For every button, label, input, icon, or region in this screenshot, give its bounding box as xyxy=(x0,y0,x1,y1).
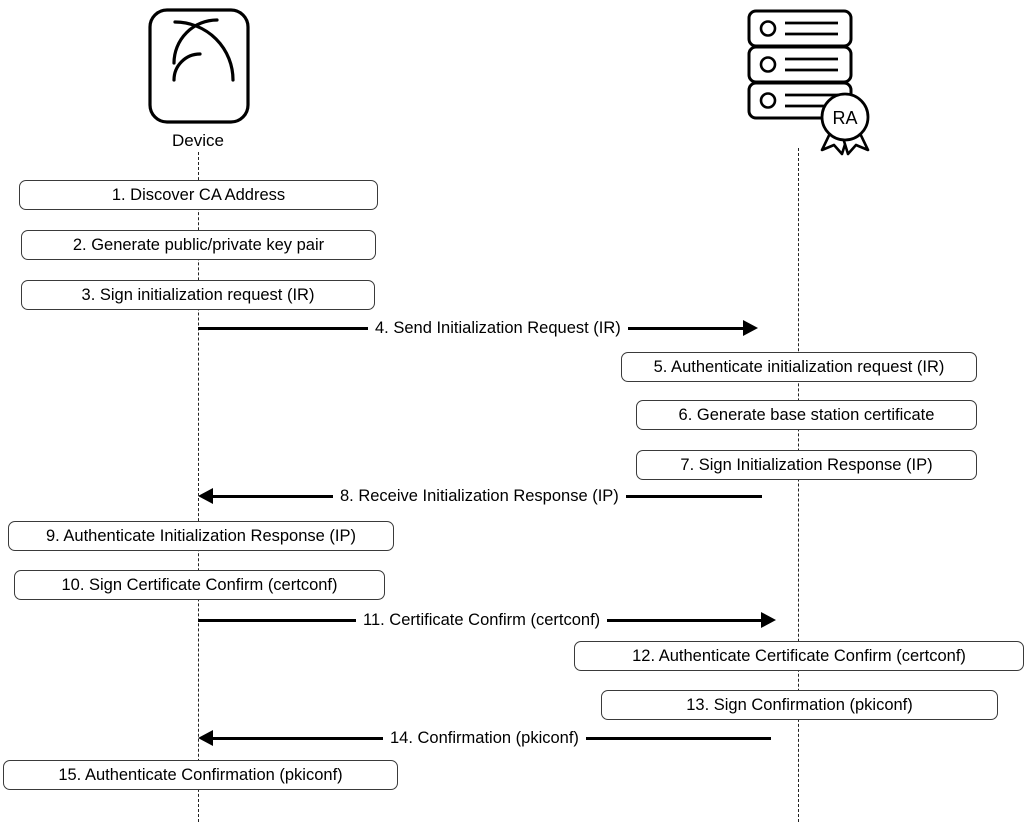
message-arrow-step-11[interactable]: 11. Certificate Confirm (certconf) xyxy=(198,609,777,631)
message-line-left-segment xyxy=(198,618,356,622)
arrowhead-right-icon xyxy=(742,320,758,336)
note-box-step-6[interactable]: 6. Generate base station certificate xyxy=(636,400,977,430)
message-line-right-segment xyxy=(625,494,762,498)
note-box-step-9[interactable]: 9. Authenticate Initialization Response … xyxy=(8,521,394,551)
note-box-step-1[interactable]: 1. Discover CA Address xyxy=(19,180,378,210)
note-box-step-7[interactable]: 7. Sign Initialization Response (IP) xyxy=(636,450,977,480)
note-box-step-2[interactable]: 2. Generate public/private key pair xyxy=(21,230,376,260)
note-box-step-13[interactable]: 13. Sign Confirmation (pkiconf) xyxy=(601,690,998,720)
message-line-left-segment xyxy=(198,326,368,330)
wireless-device-icon xyxy=(146,6,254,128)
message-line-right-segment xyxy=(627,326,744,330)
message-label-step-11: 11. Certificate Confirm (certconf) xyxy=(363,610,601,629)
message-line-left-segment xyxy=(212,494,333,498)
arrowhead-right-icon xyxy=(761,612,777,628)
arrowhead-left-icon xyxy=(198,488,213,504)
server-stack-icon: RA xyxy=(744,6,874,156)
note-box-step-3[interactable]: 3. Sign initialization request (IR) xyxy=(21,280,375,310)
message-line-right-segment xyxy=(607,618,763,622)
note-box-step-12[interactable]: 12. Authenticate Certificate Confirm (ce… xyxy=(574,641,1024,671)
ra-badge-label: RA xyxy=(832,108,857,128)
message-label-step-4: 4. Send Initialization Request (IR) xyxy=(375,318,621,337)
message-label-step-14: 14. Confirmation (pkiconf) xyxy=(390,728,579,747)
lifeline-ra xyxy=(798,148,799,822)
message-arrow-step-4[interactable]: 4. Send Initialization Request (IR) xyxy=(198,317,758,339)
message-arrow-step-8[interactable]: 8. Receive Initialization Response (IP) xyxy=(198,485,762,507)
message-label-step-8: 8. Receive Initialization Response (IP) xyxy=(340,486,619,505)
message-line-right-segment xyxy=(585,736,771,740)
message-arrow-step-14[interactable]: 14. Confirmation (pkiconf) xyxy=(198,727,771,749)
note-box-step-15[interactable]: 15. Authenticate Confirmation (pkiconf) xyxy=(3,760,398,790)
lifeline-device xyxy=(198,152,199,822)
note-box-step-5[interactable]: 5. Authenticate initialization request (… xyxy=(621,352,977,382)
arrowhead-left-icon xyxy=(198,730,213,746)
message-line-left-segment xyxy=(212,736,383,740)
note-box-step-10[interactable]: 10. Sign Certificate Confirm (certconf) xyxy=(14,570,385,600)
actor-label-device: Device xyxy=(172,131,224,150)
